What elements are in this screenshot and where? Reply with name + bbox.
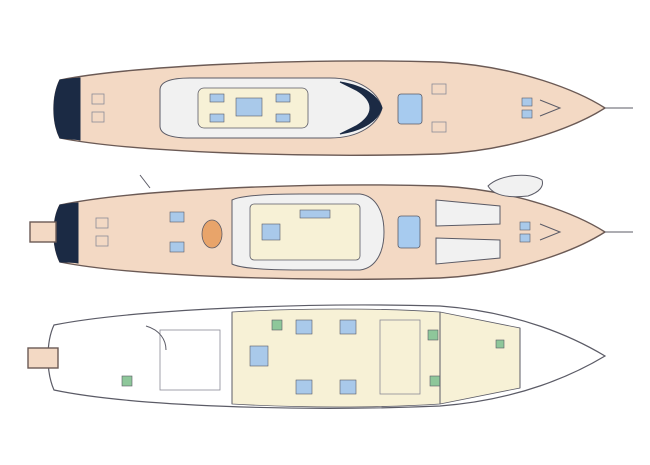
lower-deck — [27, 304, 607, 409]
main-deck-seat-aft-a — [169, 211, 185, 223]
lower-deck-cabin-c — [339, 319, 357, 335]
lower-deck-stair — [145, 325, 167, 351]
sun-deck-seat-d — [275, 113, 291, 123]
lower-deck-bath-e — [121, 375, 133, 387]
sun-deck-anchor-gear — [539, 99, 562, 117]
main-deck-saloon — [249, 203, 361, 261]
lower-deck-cabin-d — [339, 379, 357, 395]
sun-deck-table — [235, 97, 263, 117]
main-deck-seat-aft-b — [169, 241, 185, 253]
sun-deck — [53, 60, 633, 156]
main-deck-swim-platform — [29, 221, 57, 243]
lower-deck-master-cabin — [249, 345, 269, 367]
main-deck — [29, 174, 633, 280]
main-deck-hatch-b — [95, 235, 109, 247]
main-deck-bow-hatch-b — [519, 233, 531, 243]
lower-deck-cabin-a — [295, 319, 313, 335]
sun-deck-bow-hatch — [521, 97, 533, 107]
sun-deck-sunbed-b — [431, 121, 447, 133]
main-deck-tender — [487, 174, 543, 198]
lower-deck-bath-d — [495, 339, 505, 349]
main-deck-sofa — [299, 209, 331, 219]
sun-deck-windscreen — [339, 81, 383, 135]
lower-deck-platform — [27, 347, 59, 369]
main-deck-dining — [261, 223, 281, 241]
sun-deck-hatch-a — [91, 93, 105, 105]
lower-deck-bath-c — [429, 375, 441, 387]
lower-deck-cabin-b — [295, 379, 313, 395]
main-deck-stern-dark — [53, 202, 79, 264]
main-deck-bow-hatch-a — [519, 221, 531, 231]
lower-deck-crew-mess — [379, 319, 421, 395]
main-deck-cockpit-table — [201, 219, 223, 249]
lower-deck-bath-b — [427, 329, 439, 341]
sun-deck-seat-b — [209, 113, 225, 123]
lower-deck-bath-a — [271, 319, 283, 331]
main-deck-anchor-gear — [539, 223, 562, 241]
sun-deck-hatch-b — [91, 111, 105, 123]
main-deck-mast-a — [139, 174, 151, 189]
main-deck-pool — [397, 215, 421, 249]
main-deck-sail-well-a — [435, 199, 501, 227]
sun-deck-sunbed-a — [431, 83, 447, 95]
lower-deck-engine-room — [159, 329, 221, 391]
sun-deck-stern-dark — [53, 77, 81, 141]
main-deck-sail-well-b — [435, 237, 501, 265]
sun-deck-bow-hatch-b — [521, 109, 533, 119]
sun-deck-pool — [397, 93, 423, 125]
sun-deck-seat-c — [275, 93, 291, 103]
sun-deck-seat-a — [209, 93, 225, 103]
main-deck-hatch-a — [95, 217, 109, 229]
